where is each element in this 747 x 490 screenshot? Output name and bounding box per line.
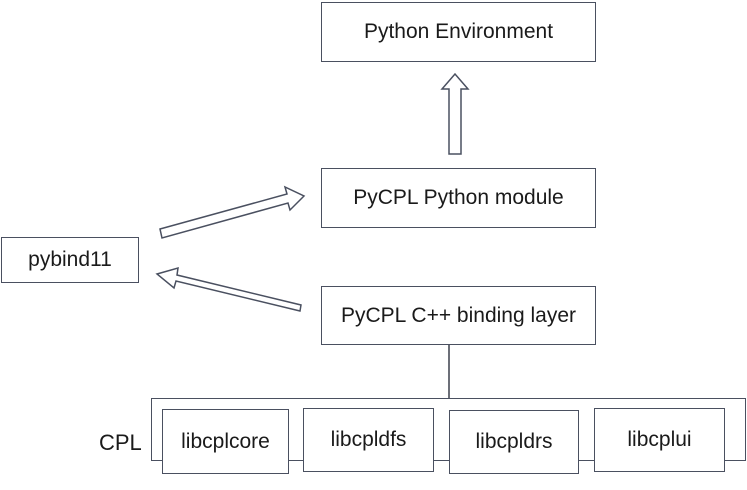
libcpldfs-box: libcpldfs [303, 408, 434, 472]
pybind11-label: pybind11 [28, 248, 112, 271]
pybind11-box: pybind11 [1, 237, 139, 283]
libcplui-label: libcplui [627, 428, 692, 451]
pycpl-binding-layer-box: PyCPL C++ binding layer [321, 286, 596, 345]
libcplcore-label: libcplcore [181, 429, 270, 453]
pycpl-python-module-label: PyCPL Python module [353, 186, 564, 209]
python-environment-box: Python Environment [321, 2, 596, 62]
libcplui-box: libcplui [594, 408, 725, 472]
libcpldrs-box: libcpldrs [449, 410, 579, 474]
libcpldfs-label: libcpldfs [330, 428, 407, 451]
python-environment-label: Python Environment [363, 20, 554, 43]
pycpl-python-module-box: PyCPL Python module [321, 168, 596, 228]
libcplcore-box: libcplcore [162, 409, 289, 474]
arrow-pybind11-to-module [159, 185, 306, 239]
pycpl-binding-layer-label: PyCPL C++ binding layer [340, 303, 577, 327]
libcpldrs-label: libcpldrs [475, 430, 553, 453]
arrow-module-to-environment [440, 72, 470, 155]
cpl-group-label: CPL [99, 430, 142, 455]
arrow-binding-to-pybind11 [155, 266, 302, 312]
